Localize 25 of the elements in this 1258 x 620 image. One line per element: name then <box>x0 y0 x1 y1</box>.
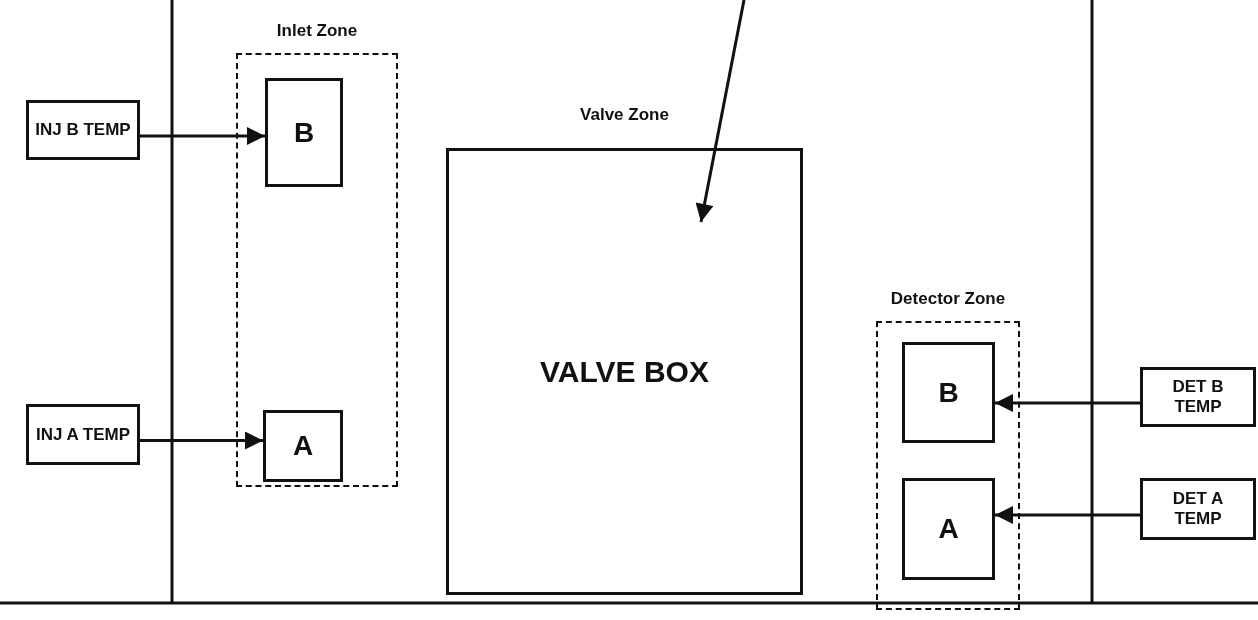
detector-block <box>902 342 995 443</box>
zone-heading: Inlet Zone <box>275 21 359 41</box>
arrow <box>995 506 1140 524</box>
block-label: A <box>291 429 315 463</box>
block-label: DET B TEMP <box>1171 377 1225 417</box>
detector-block <box>902 478 995 580</box>
temp-label-box <box>26 100 140 160</box>
block-label: INJ B TEMP <box>34 120 132 140</box>
arrow <box>995 394 1140 412</box>
block-label: B <box>937 376 960 409</box>
arrow <box>140 127 265 145</box>
arrow <box>140 431 263 450</box>
temp-label-box <box>1140 478 1256 540</box>
injector-block <box>265 78 343 187</box>
injector-block <box>263 410 343 482</box>
block-label: A <box>937 512 960 546</box>
arrow <box>695 0 746 223</box>
zone-heading: Valve Zone <box>579 105 670 125</box>
block-label: DET A TEMP <box>1171 489 1225 529</box>
block-label: INJ A TEMP <box>34 424 132 445</box>
temp-label-box <box>26 404 140 465</box>
zone-heading: Detector Zone <box>889 289 1007 309</box>
temp-label-box <box>1140 367 1256 427</box>
block-label: B <box>292 116 316 149</box>
block-label: VALVE BOX <box>539 354 710 389</box>
